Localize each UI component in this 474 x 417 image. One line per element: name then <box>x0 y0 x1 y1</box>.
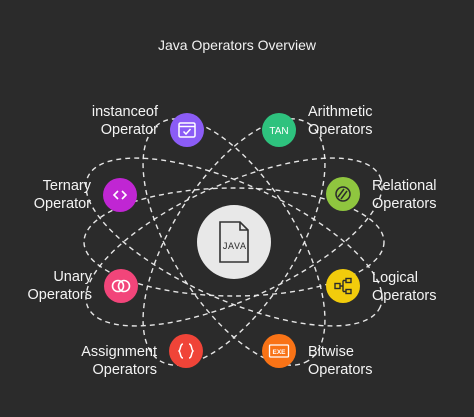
orbit-ellipse-steep-left <box>142 118 326 366</box>
java-file-text: JAVA <box>222 242 246 253</box>
label-arithmetic-operators: Arithmetic Operators <box>308 104 373 138</box>
label-assignment-operators: Assignment Operators <box>81 344 157 378</box>
code-brackets-icon <box>112 190 128 200</box>
tan-icon-text: TAN <box>269 126 288 137</box>
label-logical-operators: Logical Operators <box>372 270 437 304</box>
orbit-ellipse-tilt-left <box>85 157 383 327</box>
label-relational-operators: Relational Operators <box>372 178 437 212</box>
node-unary-operators <box>104 269 138 303</box>
orbit-ellipse-horizontal <box>83 187 385 297</box>
flowchart-icon <box>334 277 352 295</box>
label-instanceof-operator: instanceof Operator <box>91 104 158 138</box>
label-bitwise-operators: Bitwise Operators <box>308 344 373 378</box>
node-assignment-operators <box>169 334 203 368</box>
node-relational-operators <box>326 177 360 211</box>
java-file-icon: JAVA <box>219 221 249 263</box>
node-logical-operators <box>326 269 360 303</box>
exe-file-icon: EXE <box>268 344 290 358</box>
label-ternary-operator: Ternary Operator <box>33 178 91 212</box>
stripes-circle-icon <box>335 186 351 202</box>
orbit-ellipse-steep-right <box>142 118 326 366</box>
node-bitwise-operators: EXE <box>262 334 296 368</box>
java-center-node: JAVA <box>197 205 271 279</box>
exe-icon-text: EXE <box>272 349 286 356</box>
checkbox-window-icon <box>178 122 196 138</box>
curly-braces-icon <box>177 343 195 359</box>
node-arithmetic-operators: TAN <box>262 113 296 147</box>
tan-text-icon: TAN <box>269 126 288 137</box>
node-instanceof-operator <box>170 113 204 147</box>
overlapping-circles-icon <box>111 279 131 293</box>
diagram-title: Java Operators Overview <box>158 37 316 53</box>
orbit-ellipse-tilt-right <box>85 157 383 327</box>
label-unary-operators: Unary Operators <box>27 269 92 303</box>
node-ternary-operator <box>103 178 137 212</box>
